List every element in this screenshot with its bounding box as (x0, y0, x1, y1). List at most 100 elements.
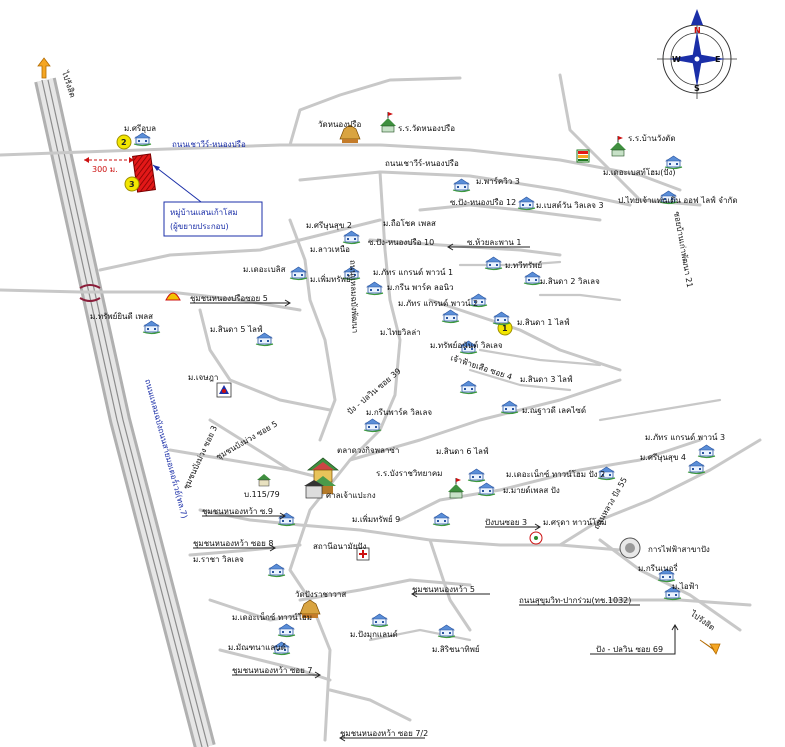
to-direction-top: ไปรังสิต (60, 69, 77, 99)
place-label: ม.มัณฑนาแลนด์ (228, 642, 286, 652)
place-label: ม.เจษฎา (188, 373, 218, 382)
school-icon (610, 136, 626, 157)
place-label: ม.สินดา 1 ไลฟ์ (517, 317, 570, 327)
place-label: ม.กรีน พาร์ค ลอนิว (387, 282, 454, 292)
place-label: ม.ปังมุกแลนด์ (350, 629, 398, 639)
school-icon (448, 478, 464, 499)
place-label: ม.ถือโชค เพลส (383, 218, 436, 228)
distance-label: 300 ม. (92, 165, 118, 174)
callout-box (163, 201, 263, 237)
road-label: ซ.ปัง-หนองปรือ 12 (450, 198, 516, 207)
place-label: ม.ภัทร แกรนด์ พาวน์ 1 (373, 267, 453, 277)
place-label: ม.ลาวเหนือ (310, 245, 350, 254)
police-icon (216, 382, 232, 398)
place-label: ม.ศรีษุนสุข 2 (306, 221, 352, 230)
place-label: ม.สินดา 6 ไลฟ์ (436, 446, 489, 456)
road-network (0, 73, 762, 742)
road-label: ถนนเชาวีร์-หนองปรือ (385, 158, 459, 168)
shell-station-icon (165, 292, 181, 301)
motorway (34, 77, 216, 747)
place-label: ป.ไทยเจ้าแท่นเดิน ออฟ ไลฟ์ จำกัด (618, 195, 738, 205)
road-label: เจ้าฟ้ายเสือ ซอย 4 (449, 353, 513, 381)
temple-icon (299, 599, 321, 618)
place-label: ม.ราชา วิลเลจ (193, 555, 244, 564)
place-label: การไฟฟ้าสาขาปัง (648, 545, 710, 554)
road-label: ชุมชนหนองปรือซอย 5 (190, 294, 268, 303)
marker-3[interactable]: 3 (124, 176, 140, 192)
school-icon (380, 112, 396, 133)
arrow-down-right-icon (699, 639, 721, 655)
place-label: ม.ไอฟ้า (672, 582, 699, 591)
place-label: ม.เพิ่มทรัพย์ 9 (352, 513, 400, 524)
place-label: ม.ศรีษุนสุข 4 (640, 453, 686, 462)
electric-authority-icon (619, 537, 641, 559)
temple-icon (339, 124, 361, 143)
market-icon (304, 480, 324, 499)
callout-line1: หมู่บ้านแสนเก้าโสม (170, 207, 238, 218)
place-label: สถานีอนามัยปัง (313, 542, 366, 551)
place-label: ม.กรีนเนอรี่ (638, 562, 678, 573)
place-label: ศาลเจ้าแปะกง (326, 491, 376, 500)
place-label: วัดหนองปรือ (318, 120, 362, 129)
place-label: ม.ภัทร แกรนด์ พาวน์ 2 (398, 298, 478, 308)
road-label: ชุมชนหนองหว้า ซอย 8 (193, 539, 273, 548)
place-label: ม.ศรีอุบล (124, 124, 156, 133)
place-label: ม.เดอะเน็กซ์ ทาวน์โฮม (232, 612, 312, 622)
road-label: ซ.ห้วยละพาน 1 (467, 238, 522, 247)
house-icon (257, 474, 271, 487)
place-label: ตลาดวงกิจพลาซ่า (337, 446, 399, 455)
road-label: ชุมชนหนองหว้า ซ.9 (202, 507, 273, 516)
bank-icon (529, 531, 543, 545)
road-label: ปัง - ปลวิน ซอย 69 (596, 645, 663, 654)
place-label: วัดปังราชาวาส (295, 590, 346, 599)
place-label: บ.115/79 (244, 490, 280, 499)
place-label: ม.เพิ่มทรัพย์ (310, 273, 351, 284)
place-label: ม.สินดา 2 วิลเลจ (540, 277, 600, 286)
road-label: ถนนเชาวีร์-หนองปรือ (172, 139, 246, 149)
place-label: ม.มายด์เพลส ปัง (503, 485, 560, 495)
road-label: ถนนแหลมฉบังพัฒนา (348, 260, 360, 334)
svg-text:1: 1 (502, 324, 508, 333)
place-label: ม.สิริชนาทิพย์ (432, 644, 480, 654)
place-label: ม.พาร์ควิว 3 (476, 176, 520, 186)
place-label: ม.ทรัพย์อนันต์ วิลเลจ (430, 340, 503, 350)
road-label: ชุมชนหนองหว้า 5 (412, 585, 475, 594)
compass-e: E (715, 55, 720, 64)
arrow-up-icon (37, 57, 51, 79)
place-label: ม.ทวีทรัพย์ (505, 260, 542, 270)
hospital-icon (356, 547, 370, 561)
callout-line2: (ผู้ขยายประกอบ) (170, 222, 229, 232)
place-label: ม.ทรัพย์ยินดี เพลส (90, 311, 153, 321)
road-label: ซ.ปัง-หนองปรือ 10 (368, 238, 434, 247)
place-label: ม.เดอะเน็กซ์ ทาวน์โฮม ปัง 2 (506, 469, 605, 479)
place-label: ร.ร.วัดหนองปรือ (398, 124, 455, 133)
compass-s: S (694, 84, 700, 93)
place-label: ร.ร.บ้านวังตัด (628, 134, 676, 143)
compass-w: W (672, 55, 681, 64)
svg-text:3: 3 (129, 180, 135, 189)
place-label: ม.กรีนพาร์ค วิลเลจ (366, 407, 432, 417)
road-label: ชุมชนหนองหว้า ซอย 7 (232, 666, 312, 675)
place-label: ม.ไทยวิลล่า (380, 328, 421, 337)
road-label: ซอยบ้านเก่าพัฒนา 21 (672, 211, 694, 289)
shrine-icon (307, 457, 339, 494)
compass: N E S W (657, 9, 737, 99)
place-label: ม.สินดา 3 ไลฟ์ (520, 374, 573, 384)
place-label: ม.ณฐาวดี เลคไซด์ (522, 405, 586, 415)
road-label: ถนนสุขุมวิท-ปากร่วม(ทช.1032) (519, 596, 631, 605)
svg-text:2: 2 (121, 138, 127, 147)
place-label: ม.เดอะเบสท์โฮม(ปัง) (603, 167, 676, 177)
compass-n: N (694, 26, 701, 35)
seven-eleven-icon (576, 149, 590, 163)
label-arrows (190, 243, 679, 742)
place-label: ม.ภัทร แกรนด์ พาวน์ 3 (645, 432, 725, 442)
place-label: ม.เดอะเบลิส (243, 265, 286, 274)
marker-2[interactable]: 2 (116, 134, 132, 150)
place-label: ม.สินดา 5 ไลฟ์ (210, 324, 263, 334)
place-label: ม.ศรุดา ทาวน์โฮม (543, 517, 607, 527)
road-label: ชุมชนหนองหว้า ซอย 7/2 (340, 729, 428, 738)
road-label: ปังบนซอย 3 (485, 518, 527, 527)
place-label: ม.เบสต์วัน วิลเลจ 3 (536, 200, 604, 210)
place-label: ร.ร.บังราชวิทยาคม (376, 469, 442, 478)
